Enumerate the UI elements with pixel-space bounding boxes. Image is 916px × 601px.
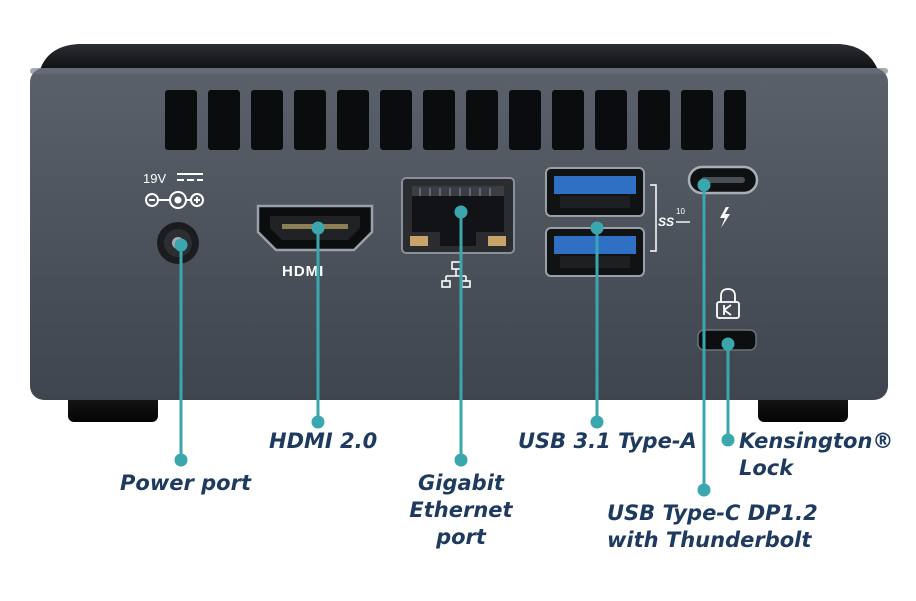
usb-a-port-top	[545, 167, 645, 217]
vent-slots	[165, 90, 746, 150]
label-ethernet: Gigabit Ethernet port	[409, 471, 513, 549]
label-usb-a: USB 3.1 Type-A	[518, 429, 697, 453]
lightning-icon	[720, 207, 730, 228]
power-voltage: 19V	[143, 171, 166, 186]
top-lid	[40, 44, 878, 70]
label-hdmi: HDMI 2.0	[269, 429, 378, 453]
label-power-port: Power port	[120, 471, 251, 495]
usb-gen-mark: 10	[676, 207, 685, 216]
chassis-highlight	[30, 68, 888, 74]
kensington-lock-icon	[716, 288, 740, 319]
label-usb-c: USB Type-C DP1.2 with Thunderbolt	[607, 501, 818, 552]
hdmi-logo: HDMI	[282, 263, 324, 280]
dc-symbol-icon	[145, 173, 204, 209]
usb-a-port-bottom	[545, 227, 645, 277]
callout-lines	[174, 178, 735, 497]
superspeed-usb-icon: SS 10	[650, 184, 690, 252]
label-kensington: Kensington® Lock	[739, 429, 894, 480]
usb-speed-mark: SS	[658, 215, 674, 229]
